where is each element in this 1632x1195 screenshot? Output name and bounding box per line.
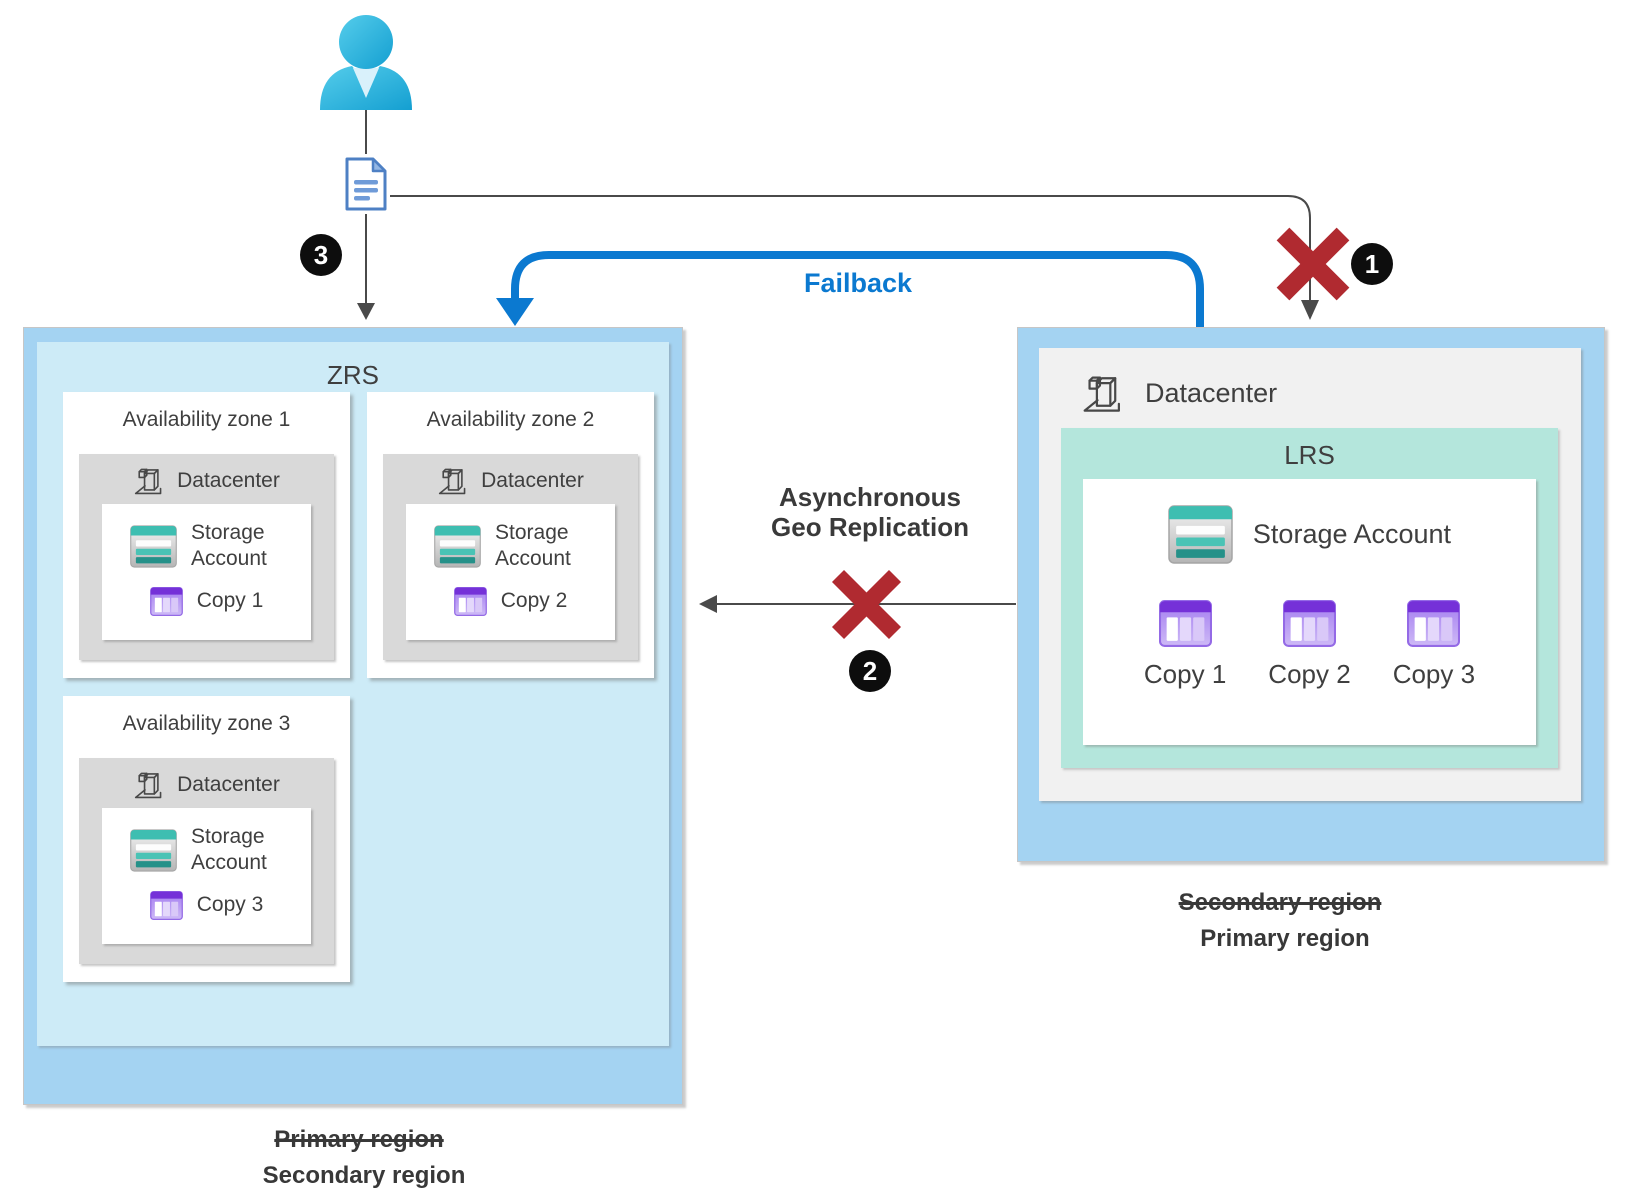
right-region-current-label: Primary region bbox=[1200, 925, 1370, 952]
left-region-label: Primary region Secondary region bbox=[164, 1122, 564, 1194]
async-line1: Asynchronous bbox=[778, 482, 962, 512]
left-region-current-label: Secondary region bbox=[262, 1162, 466, 1189]
datacenter-label: Datacenter bbox=[481, 469, 584, 492]
availability-zone-title: Availability zone 3 bbox=[122, 712, 291, 735]
copy-item: Copy 1 bbox=[1144, 600, 1226, 690]
replication-arrowhead bbox=[699, 595, 717, 613]
datacenter-label: Datacenter bbox=[177, 773, 280, 796]
datacenter-content: Storage Account Copy 1 bbox=[102, 504, 311, 640]
datacenter-box: Datacenter Storage Account Copy 3 bbox=[79, 758, 334, 964]
failback-arrowhead bbox=[496, 298, 534, 326]
datacenter-header: Datacenter bbox=[1039, 348, 1581, 417]
zrs-title: ZRS bbox=[327, 360, 379, 390]
copy-item: Copy 2 bbox=[1268, 600, 1351, 690]
datacenter-content: Storage Account Copy 2 bbox=[406, 504, 615, 640]
storage-account-icon bbox=[434, 525, 481, 568]
zrs-box: ZRS Availability zone 1 Datacenter Stora… bbox=[37, 342, 669, 1046]
datacenter-icon bbox=[133, 768, 165, 802]
copy-label: Copy 2 bbox=[1268, 659, 1351, 689]
failure-cross-icon-1 bbox=[1276, 227, 1350, 301]
storage-account-icon bbox=[130, 829, 177, 872]
lrs-content: Storage Account Copy 1 Copy 2 bbox=[1083, 479, 1536, 745]
lrs-title: LRS bbox=[1284, 440, 1335, 470]
copy-table-icon bbox=[1407, 600, 1460, 647]
availability-zone-1: Availability zone 1 Datacenter Storage A… bbox=[63, 392, 350, 678]
failure-cross-icon-2 bbox=[831, 569, 902, 640]
storage-account-label: Storage Account bbox=[1252, 519, 1452, 549]
datacenter-header: Datacenter bbox=[79, 454, 334, 498]
copy-label: Copy 1 bbox=[196, 589, 264, 612]
document-icon bbox=[345, 157, 387, 211]
storage-account-label: Storage Account bbox=[191, 825, 267, 875]
datacenter-icon bbox=[133, 464, 165, 498]
copy-table-icon bbox=[150, 587, 183, 616]
failback-label: Failback bbox=[803, 268, 913, 298]
datacenter-header: Datacenter bbox=[383, 454, 638, 498]
copy-table-icon bbox=[454, 587, 487, 616]
user-icon bbox=[320, 15, 412, 110]
right-region-old-label: Secondary region bbox=[1178, 889, 1382, 916]
datacenter-label: Datacenter bbox=[1145, 378, 1278, 408]
datacenter-box: Datacenter LRS Storage Account Copy 1 bbox=[1039, 348, 1581, 801]
storage-account-label: Storage Account bbox=[495, 521, 571, 571]
copy-table-icon bbox=[1283, 600, 1336, 647]
right-region-box: Datacenter LRS Storage Account Copy 1 bbox=[1017, 327, 1605, 862]
arrowhead-down-left bbox=[357, 303, 375, 320]
datacenter-box: Datacenter Storage Account Copy 1 bbox=[79, 454, 334, 660]
availability-zone-title: Availability zone 1 bbox=[122, 408, 291, 431]
arrowhead-down-right bbox=[1301, 300, 1319, 320]
copy-item: Copy 3 bbox=[1393, 600, 1475, 690]
datacenter-icon bbox=[1081, 370, 1125, 417]
datacenter-label: Datacenter bbox=[177, 469, 280, 492]
datacenter-icon bbox=[437, 464, 469, 498]
datacenter-box: Datacenter Storage Account Copy 2 bbox=[383, 454, 638, 660]
async-geo-replication-label: Asynchronous Geo Replication bbox=[715, 482, 1025, 542]
datacenter-content: Storage Account Copy 3 bbox=[102, 808, 311, 944]
async-line2: Geo Replication bbox=[771, 512, 969, 542]
datacenter-header: Datacenter bbox=[79, 758, 334, 802]
copy-label: Copy 3 bbox=[1392, 659, 1476, 689]
copy-label: Copy 3 bbox=[196, 893, 264, 916]
copy-label: Copy 2 bbox=[500, 589, 568, 612]
step-badge-3: 3 bbox=[300, 234, 342, 276]
storage-account-label: Storage Account bbox=[191, 521, 267, 571]
right-region-label: Secondary region Primary region bbox=[1085, 885, 1485, 957]
availability-zone-2: Availability zone 2 Datacenter Storage A… bbox=[367, 392, 654, 678]
copy-label: Copy 1 bbox=[1143, 659, 1227, 689]
availability-zone-3: Availability zone 3 Datacenter Storage A… bbox=[63, 696, 350, 982]
left-region-old-label: Primary region bbox=[274, 1126, 444, 1153]
left-region-box: ZRS Availability zone 1 Datacenter Stora… bbox=[23, 327, 683, 1105]
step-badge-2: 2 bbox=[849, 650, 891, 692]
lrs-box: LRS Storage Account Copy 1 Copy 2 bbox=[1061, 428, 1558, 768]
step-badge-1: 1 bbox=[1351, 243, 1393, 285]
storage-account-icon bbox=[1168, 505, 1233, 564]
copy-table-icon bbox=[150, 891, 183, 920]
storage-account-icon bbox=[130, 525, 177, 568]
copy-table-icon bbox=[1159, 600, 1212, 647]
availability-zone-title: Availability zone 2 bbox=[426, 408, 595, 431]
